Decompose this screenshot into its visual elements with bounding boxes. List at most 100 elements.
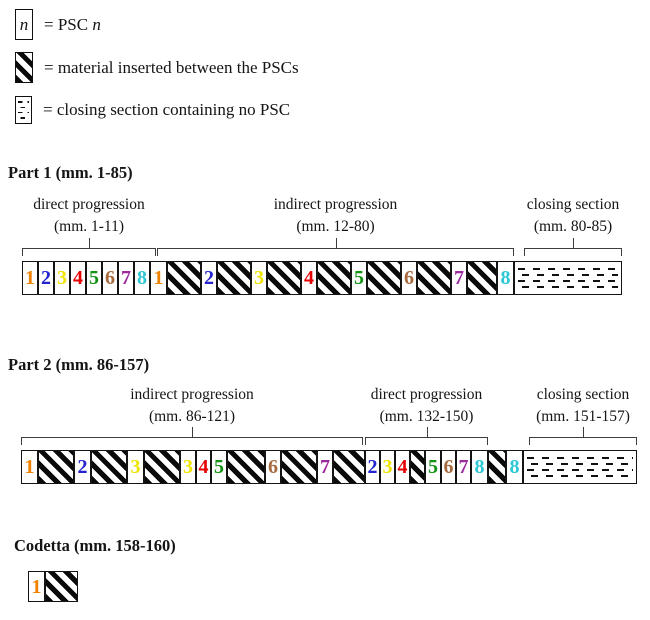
psc-cell-7: 7 [451, 261, 467, 295]
section-label-measures: (mm. 151-157) [536, 407, 630, 425]
section-label-line1: closing section [536, 386, 630, 403]
section-label-measures: (mm. 80-85) [533, 217, 613, 235]
section-label-measures: (mm. 12-80) [296, 217, 375, 235]
dash-row [518, 280, 618, 282]
section-label: direct progression (mm. 1-11) [0, 194, 219, 237]
section-bracket [524, 238, 622, 256]
dash-row [527, 469, 633, 471]
part-1-title: Part 1 (mm. 1-85) [8, 163, 133, 182]
inserted-material-cell [217, 261, 251, 295]
psc-cell-6: 6 [265, 450, 281, 484]
inserted-material-cell [91, 450, 127, 484]
psc-cell-3: 3 [54, 261, 70, 295]
psc-cell-3: 3 [380, 450, 395, 484]
closing-section-cell [523, 450, 637, 484]
section-label-line1: direct progression [33, 196, 145, 213]
inserted-material-cell [488, 450, 506, 484]
inserted-material-cell [333, 450, 365, 484]
psc-cell-1: 1 [22, 261, 38, 295]
psc-cell-8: 8 [506, 450, 523, 484]
bracket-stem [426, 427, 428, 438]
psc-cell-2: 2 [201, 261, 217, 295]
psc-cell-5: 5 [351, 261, 367, 295]
legend-psc-n: n [92, 14, 101, 34]
section-label: indirect progression(mm. 86-121) [62, 384, 322, 427]
dash-row [18, 101, 29, 104]
psc-cell-8: 8 [134, 261, 150, 295]
legend-item-closing-section-label: = closing section containing no PSC [43, 100, 291, 119]
bracket-stem [583, 427, 585, 438]
section-label-measures: (mm. 132-150) [379, 407, 474, 425]
inserted-material-cell [267, 261, 301, 295]
dash-row [18, 111, 29, 114]
psc-cell-1: 1 [28, 571, 45, 602]
bracket-stem [192, 427, 194, 438]
legend-item-inserted-material-label: = material inserted between the PSCs [44, 57, 299, 77]
psc-cell-8: 8 [497, 261, 514, 295]
section-label-measures: (mm. 86-121) [148, 407, 236, 425]
bracket-stem [335, 238, 337, 249]
section-label-line1: direct progression [370, 386, 483, 403]
section-label: closing section(mm. 80-85) [443, 194, 650, 237]
inserted-material-cell [38, 450, 74, 484]
section-label: closing section (mm. 151-157) [453, 384, 650, 427]
codetta-row: 1 [28, 571, 78, 602]
psc-cell-4: 4 [70, 261, 86, 295]
psc-cell-3: 3 [251, 261, 267, 295]
closing-box-icon [15, 96, 32, 124]
part-2-title: Part 2 (mm. 86-157) [8, 355, 150, 374]
dash-row [18, 116, 29, 119]
dash-row [527, 463, 633, 465]
psc-box-symbol: n [19, 14, 29, 34]
legend-item-psc-label: = PSC n [44, 15, 101, 35]
hatch-box-icon [15, 52, 33, 83]
psc-cell-5: 5 [86, 261, 102, 295]
inserted-material-cell [317, 261, 351, 295]
inserted-material-cell [281, 450, 317, 484]
inserted-material-cell [144, 450, 180, 484]
psc-cell-3: 3 [127, 450, 144, 484]
inserted-material-cell [417, 261, 451, 295]
psc-box-icon: n [15, 9, 33, 40]
psc-cell-4: 4 [301, 261, 317, 295]
psc-cell-6: 6 [401, 261, 417, 295]
codetta-title: Codetta (mm. 158-160) [14, 536, 176, 555]
psc-cell-7: 7 [118, 261, 134, 295]
section-bracket [22, 238, 156, 256]
psc-cell-4: 4 [196, 450, 211, 484]
section-label-measures: (mm. 1-11) [53, 217, 125, 235]
psc-cell-8: 8 [471, 450, 488, 484]
inserted-material-cell [467, 261, 497, 295]
psc-cell-1: 1 [150, 261, 167, 295]
section-label: indirect progression(mm. 12-80) [206, 194, 466, 237]
psc-cell-6: 6 [441, 450, 456, 484]
section-bracket [365, 427, 488, 445]
inserted-material-cell [167, 261, 201, 295]
bracket-stem [89, 238, 91, 249]
psc-cell-6: 6 [102, 261, 118, 295]
dash-row [18, 106, 29, 109]
psc-cell-1: 1 [21, 450, 38, 484]
psc-cell-2: 2 [365, 450, 380, 484]
legend-item-closing-section: = closing section containing no PSC [15, 96, 290, 124]
dash-row [518, 274, 618, 276]
dash-row [518, 285, 618, 288]
psc-cell-5: 5 [425, 450, 441, 484]
psc-cell-5: 5 [211, 450, 227, 484]
legend-psc-text: = PSC [44, 14, 93, 34]
inserted-material-cell [410, 450, 425, 484]
inserted-material-cell [45, 571, 78, 602]
section-bracket [21, 427, 363, 445]
bracket-stem [573, 238, 575, 249]
section-bracket [529, 427, 637, 445]
dash-row [527, 457, 633, 459]
psc-cell-2: 2 [38, 261, 54, 295]
inserted-material-cell [227, 450, 265, 484]
section-bracket [157, 238, 514, 256]
psc-cell-3: 3 [180, 450, 196, 484]
